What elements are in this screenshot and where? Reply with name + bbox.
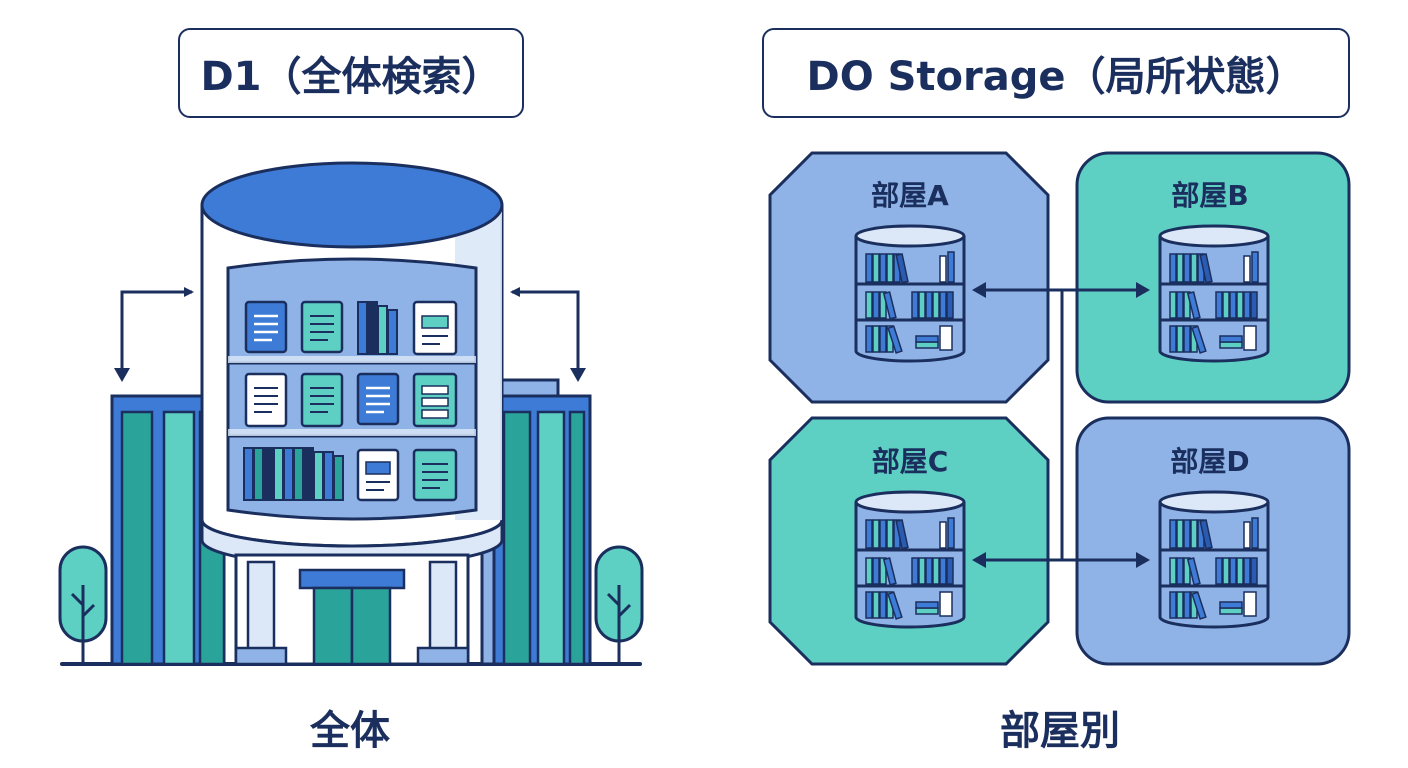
room-d-label: 部屋D (1170, 445, 1250, 478)
bookcase-icon (1158, 224, 1270, 363)
room-b-label: 部屋B (1171, 179, 1249, 212)
room-c-label: 部屋C (871, 445, 949, 478)
bookcase-icon (854, 490, 966, 629)
document-icon (356, 448, 400, 502)
sync-arrow-right (510, 287, 586, 382)
books-icon (357, 301, 398, 355)
do-storage-title: DO Storage（局所状態） (762, 28, 1350, 118)
global-caption: 全体 (310, 708, 390, 754)
document-icon (244, 300, 288, 354)
room-sync-arrow-top (972, 282, 1150, 298)
document-icon (300, 372, 344, 428)
document-icon (244, 372, 288, 428)
document-icon (412, 372, 458, 428)
bookcase-icon (854, 224, 966, 363)
bookcase-icon (1158, 490, 1270, 629)
room-sync-arrow-bottom (972, 552, 1150, 568)
sync-arrow-left (114, 287, 194, 382)
entrance-sign (298, 568, 406, 590)
document-icon (412, 448, 458, 502)
tower-roof (200, 161, 504, 249)
do-storage-rooms (768, 151, 1351, 666)
document-icon (412, 300, 458, 356)
document-icon (356, 372, 400, 426)
books-icon (243, 447, 344, 501)
d1-building-illustration (58, 161, 644, 666)
room-a-label: 部屋A (871, 179, 949, 212)
per-room-caption: 部屋別 (1000, 708, 1120, 754)
d1-title: D1（全体検索） (178, 28, 524, 118)
entrance-door (312, 586, 392, 666)
document-icon (300, 300, 344, 354)
tree-icon (58, 545, 108, 664)
tree-icon (594, 545, 644, 664)
